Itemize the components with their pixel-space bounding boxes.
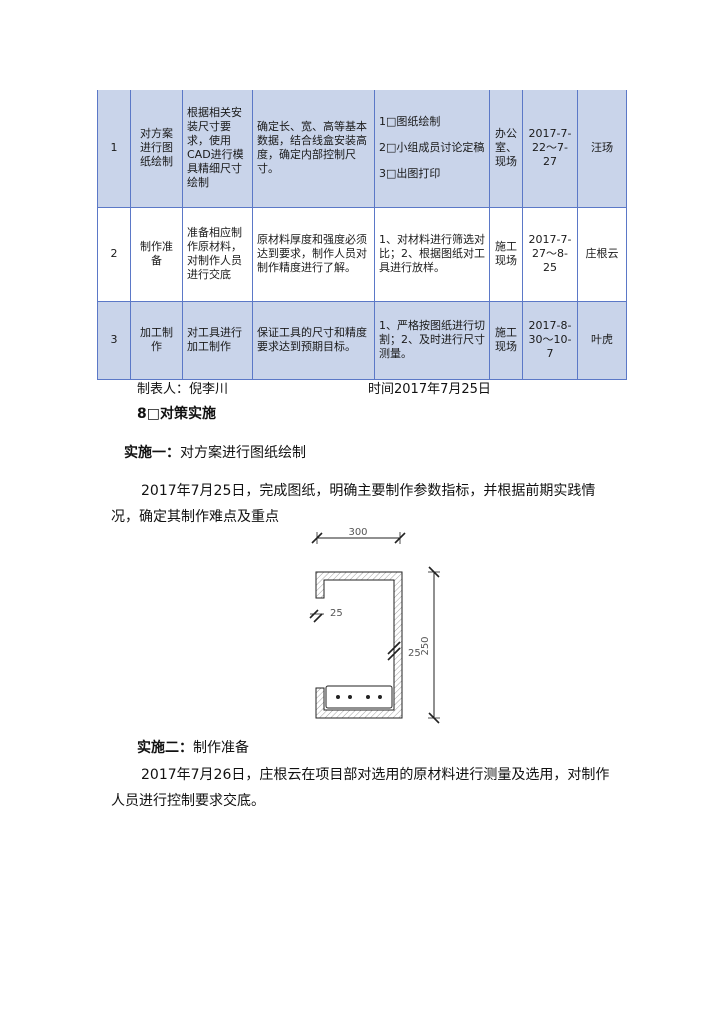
row-date: 2017-8-30～10-7 [522, 300, 578, 380]
dim-top-label: 300 [348, 527, 367, 538]
row-person: 叶虎 [577, 300, 627, 380]
implementation-1-title: 对方案进行图纸绘制 [180, 445, 306, 461]
row-plan: 制作准备 [130, 206, 183, 302]
row-date: 2017-7-22～7-27 [522, 90, 578, 208]
plan-table: 1 对方案进行图纸绘制 根据相关安装尺寸要求，使用CAD进行模具精细尺寸绘制 确… [97, 90, 627, 380]
row-target: 根据相关安装尺寸要求，使用CAD进行模具精细尺寸绘制 [182, 90, 253, 208]
plan-table-wrapper: 1 对方案进行图纸绘制 根据相关安装尺寸要求，使用CAD进行模具精细尺寸绘制 确… [97, 90, 627, 380]
table-maker: 制表人：倪李川 [137, 382, 229, 397]
row-plan: 对方案进行图纸绘制 [130, 90, 183, 208]
row-place: 办公室、现场 [489, 90, 523, 208]
implementation-1-label: 实施一： [124, 445, 180, 461]
row-measures: 1□图纸绘制 2□小组成员讨论定稿 3□出图打印 [374, 90, 490, 208]
table-row: 2 制作准备 准备相应制作原材料，对制作人员进行交底 原材料厚度和强度必须达到要… [97, 206, 627, 302]
row-measures: 1、对材料进行筛选对比；2、根据图纸对工具进行放样。 [374, 206, 490, 302]
implementation-1-heading: 实施一：对方案进行图纸绘制 [124, 442, 306, 462]
row-place: 施工现场 [489, 300, 523, 380]
implementation-1-body: 2017年7月25日，完成图纸，明确主要制作参数指标，并根据前期实践情况，确定其… [111, 483, 596, 525]
measure-item: 1、对材料进行筛选对比；2、根据图纸对工具进行放样。 [379, 233, 485, 274]
row-place: 施工现场 [489, 206, 523, 302]
row-standard: 保证工具的尺寸和精度要求达到预期目标。 [252, 300, 375, 380]
row-person: 庄根云 [577, 206, 627, 302]
row-standard: 确定长、宽、高等基本数据，结合线盒安装高度，确定内部控制尺寸。 [252, 90, 375, 208]
dim-right-inner-label: 25 [408, 648, 421, 659]
row-number: 1 [97, 90, 131, 208]
implementation-2-title: 制作准备 [193, 740, 249, 756]
measure-item: 2□小组成员讨论定稿 [379, 141, 485, 155]
section-title: 8□对策实施 [137, 406, 216, 422]
row-person: 汪玚 [577, 90, 627, 208]
row-plan: 加工制作 [130, 300, 183, 380]
implementation-2-label: 实施二： [137, 740, 193, 756]
row-number: 2 [97, 206, 131, 302]
row-target: 准备相应制作原材料，对制作人员进行交底 [182, 206, 253, 302]
mold-section-diagram: 300 25 25 250 [309, 527, 440, 724]
measure-item: 1、严格按图纸进行切割；2、及时进行尺寸测量。 [379, 319, 485, 360]
implementation-2-body: 2017年7月26日，庄根云在项目部对选用的原材料进行测量及选用，对制作人员进行… [111, 767, 610, 809]
dim-height-label: 250 [420, 636, 431, 655]
row-measures: 1、严格按图纸进行切割；2、及时进行尺寸测量。 [374, 300, 490, 380]
table-time: 时间2017年7月25日 [368, 382, 491, 397]
implementation-2-heading: 实施二：制作准备 [137, 737, 249, 757]
table-row: 3 加工制作 对工具进行加工制作 保证工具的尺寸和精度要求达到预期目标。 1、严… [97, 300, 627, 380]
dim-inner-label: 25 [330, 608, 343, 619]
table-row: 1 对方案进行图纸绘制 根据相关安装尺寸要求，使用CAD进行模具精细尺寸绘制 确… [97, 90, 627, 208]
row-target: 对工具进行加工制作 [182, 300, 253, 380]
measure-item: 1□图纸绘制 [379, 115, 441, 129]
mold-drawing: 300 25 25 250 [300, 522, 450, 730]
row-standard: 原材料厚度和强度必须达到要求，制作人员对制作精度进行了解。 [252, 206, 375, 302]
row-number: 3 [97, 300, 131, 380]
measure-item: 3□出图打印 [379, 167, 441, 181]
row-date: 2017-7-27～8-25 [522, 206, 578, 302]
